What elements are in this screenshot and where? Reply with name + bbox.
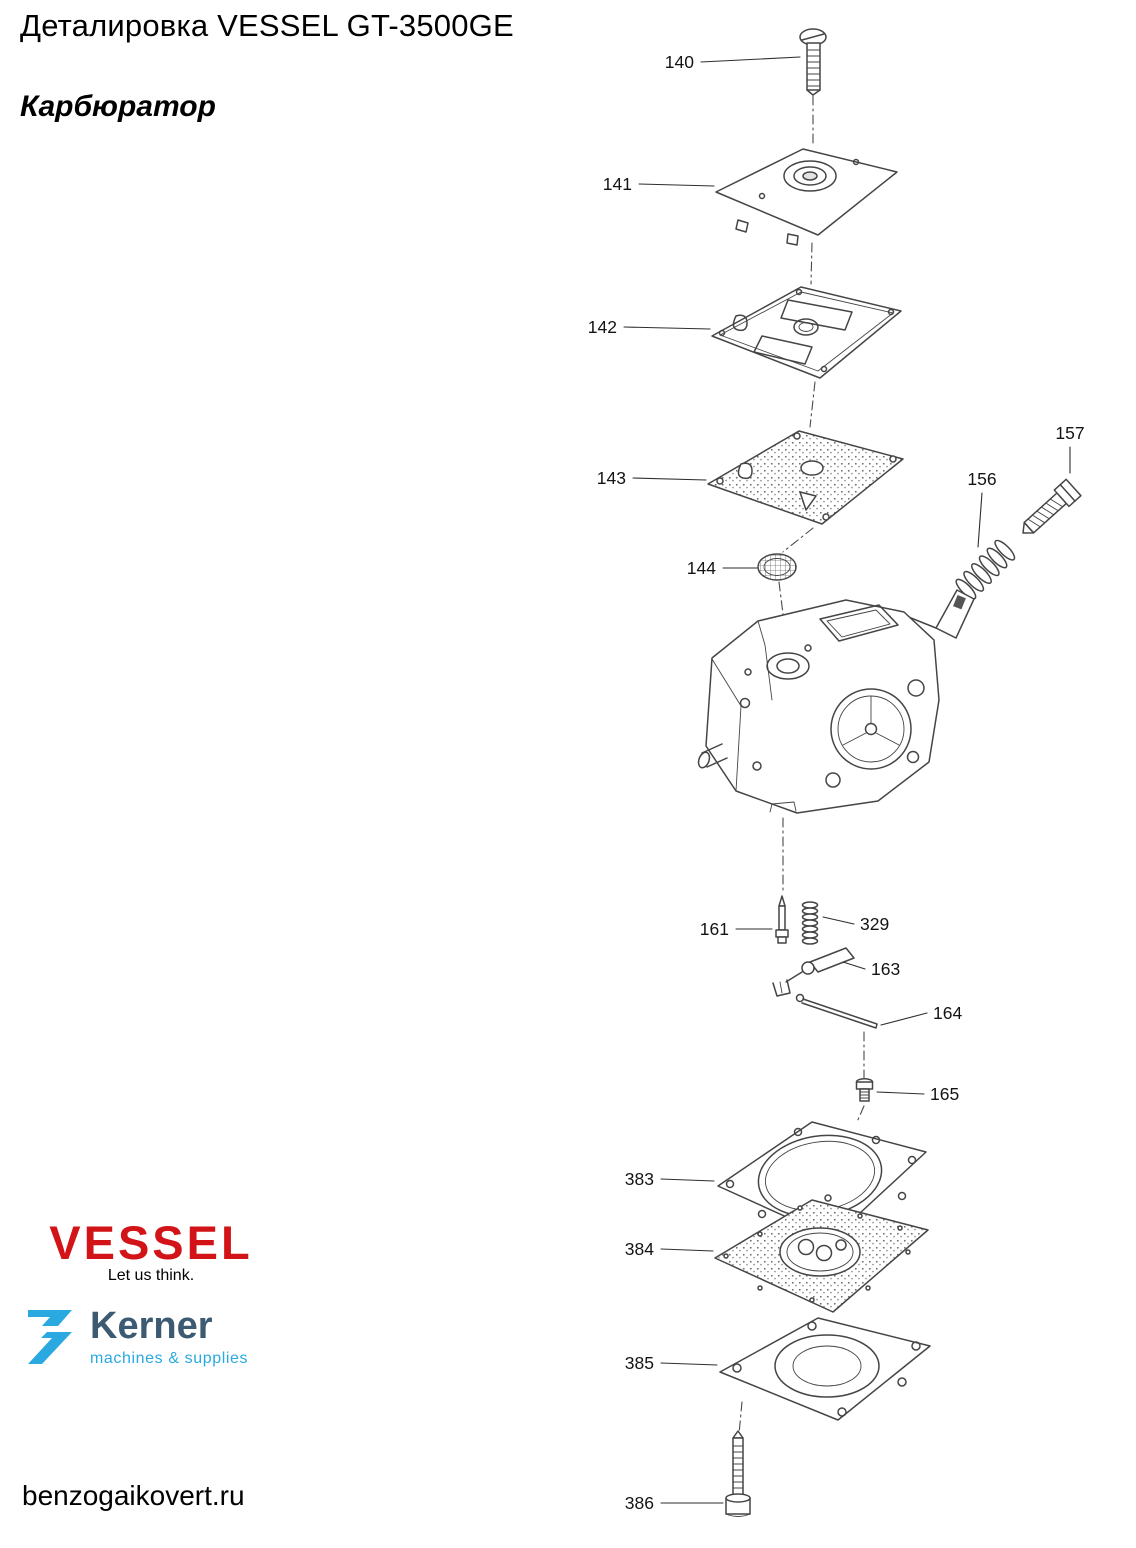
part-lever-163 (772, 947, 855, 997)
kerner-text: Kerner machines & supplies (90, 1307, 248, 1368)
part-label-164: 164 (933, 1003, 962, 1023)
part-label-157: 157 (1055, 423, 1084, 443)
part-bottom-cover-385 (719, 1317, 931, 1421)
part-screw-386 (725, 1430, 751, 1517)
part-pin-164 (795, 993, 878, 1029)
kerner-logo-icon (28, 1310, 72, 1364)
part-label-165: 165 (930, 1084, 959, 1104)
kerner-logo: Kerner machines & supplies (22, 1306, 248, 1368)
part-spring-329 (801, 901, 819, 945)
kerner-tagline: machines & supplies (90, 1349, 249, 1367)
part-label-140: 140 (665, 52, 694, 72)
part-inlet-screen-144 (757, 553, 797, 581)
part-plate-383 (717, 1121, 927, 1239)
axis-lines (738, 95, 865, 1435)
part-gasket-142 (711, 286, 902, 379)
vessel-tagline: Let us think. (107, 1267, 195, 1285)
part-diaphragm-plate-143 (707, 430, 904, 525)
part-spring-156 (955, 539, 1016, 600)
part-label-144: 144 (687, 558, 716, 578)
part-label-161: 161 (700, 919, 729, 939)
part-screw-140 (799, 28, 827, 96)
page-subtitle: Карбюратор (20, 90, 216, 123)
part-diaphragm-384 (714, 1199, 929, 1313)
part-label-142: 142 (588, 317, 617, 337)
site-url: benzogaikovert.ru (22, 1480, 245, 1511)
part-label-156: 156 (967, 469, 996, 489)
page-title: Деталировка VESSEL GT-3500GE (20, 8, 514, 43)
part-cover-plate-141 (715, 148, 898, 246)
part-label-141: 141 (603, 174, 632, 194)
part-label-384: 384 (625, 1239, 654, 1259)
part-label-163: 163 (871, 959, 900, 979)
part-label-386: 386 (625, 1493, 654, 1513)
part-screw-165 (855, 1078, 874, 1102)
vessel-wordmark: VESSEL (49, 1216, 253, 1269)
part-screw-157 (1022, 478, 1082, 534)
vessel-logo: VESSEL Let us think. (40, 1218, 262, 1285)
part-label-385: 385 (625, 1353, 654, 1373)
part-label-329: 329 (860, 914, 889, 934)
part-carburetor-body (697, 599, 940, 814)
part-label-383: 383 (625, 1169, 654, 1189)
part-label-143: 143 (597, 468, 626, 488)
part-needle-161 (775, 895, 789, 944)
kerner-wordmark: Kerner (90, 1304, 213, 1347)
part-labels: 140 141 142 143 144 156 157 161 329 16 (588, 52, 1085, 1513)
